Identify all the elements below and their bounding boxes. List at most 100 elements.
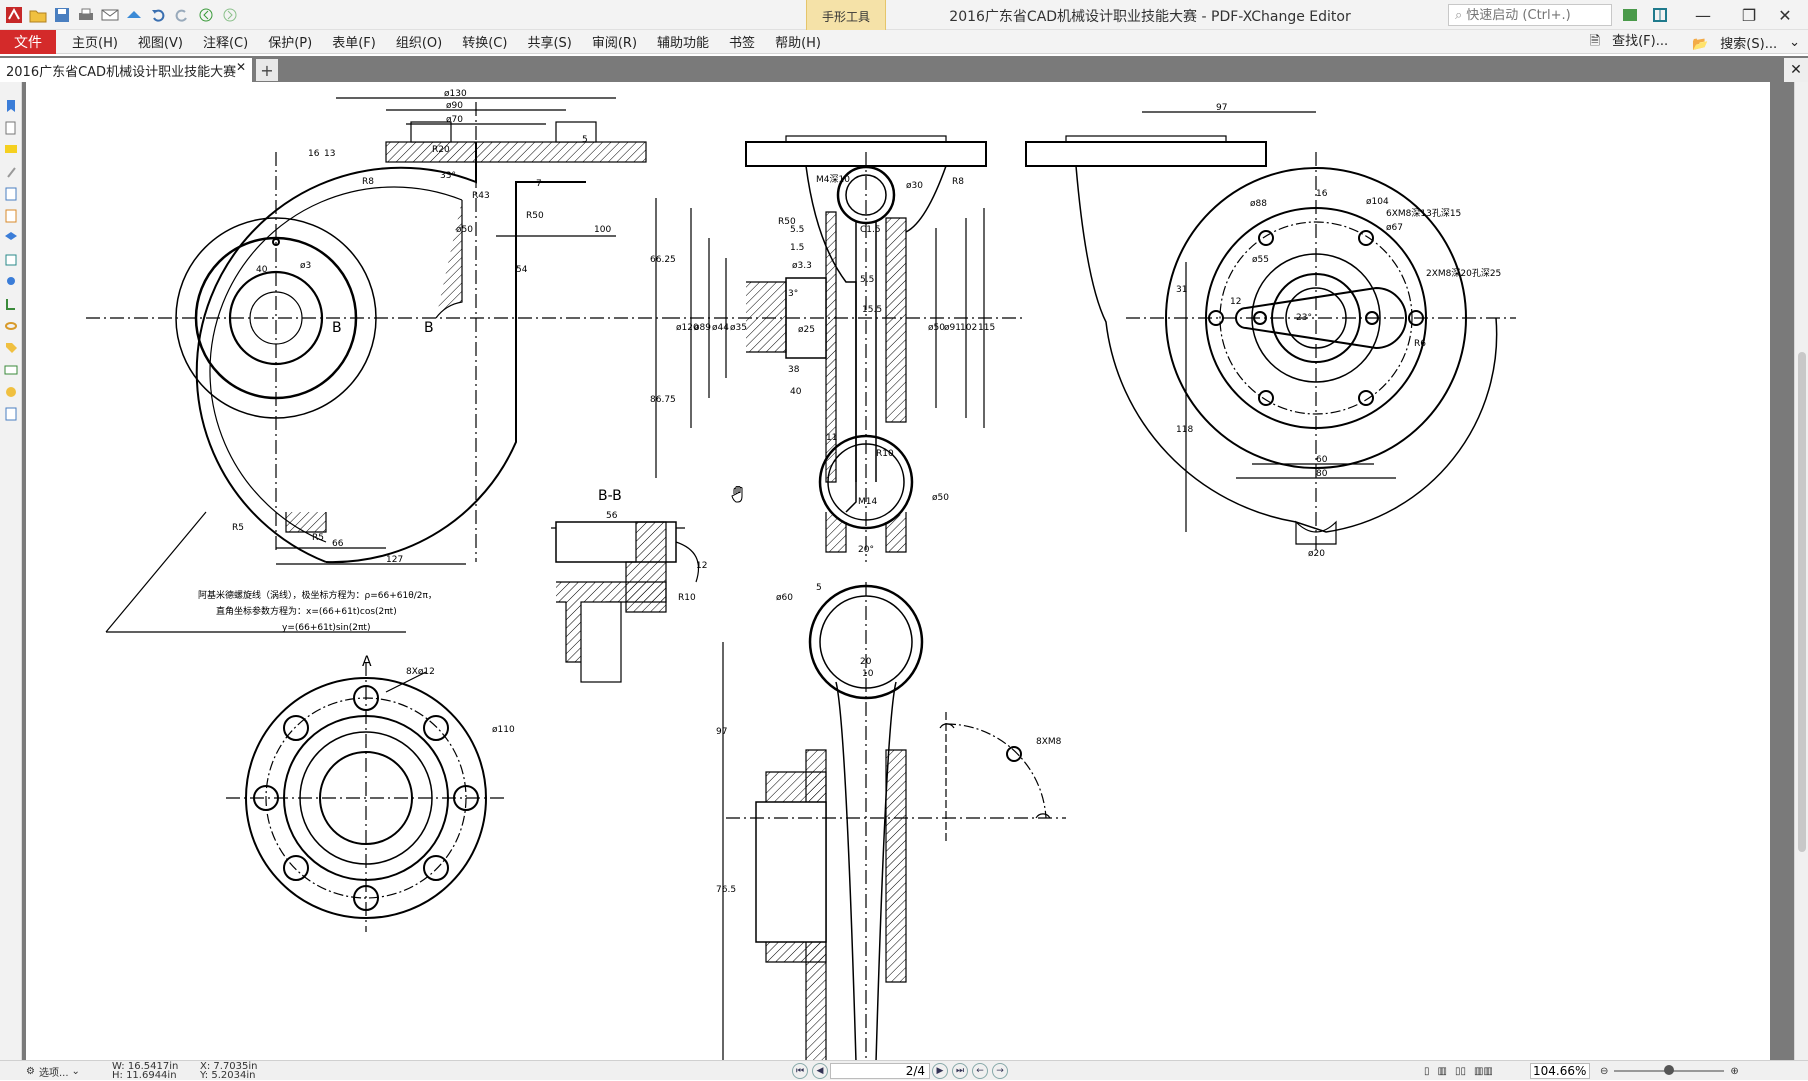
- status-bar: ⚙ 选项...⌄ W: 16.5417in H: 11.6944in X: 7.…: [0, 1060, 1808, 1081]
- next-page-button[interactable]: ▶: [932, 1063, 948, 1079]
- menu-home[interactable]: 主页(H): [72, 36, 118, 51]
- save-icon[interactable]: [52, 5, 72, 25]
- low-5: 5: [816, 583, 822, 593]
- restore-button[interactable]: ❐: [1741, 5, 1757, 25]
- menu-accessibility[interactable]: 辅助功能: [657, 36, 710, 51]
- content-icon[interactable]: [0, 206, 22, 226]
- document-canvas[interactable]: ø130 ø90 ø70 R20 R8 33° R43 7 R50 ø50 ø3…: [22, 82, 1794, 1060]
- window-title: 2016广东省CAD机械设计职业技能大赛 - PDF-XChange Edito…: [949, 9, 1351, 25]
- close-document-button[interactable]: ✕: [1784, 58, 1808, 82]
- right-16: 16: [1316, 189, 1328, 199]
- attachments-icon[interactable]: [0, 162, 22, 182]
- single-page-icon[interactable]: ▯: [1424, 1065, 1430, 1077]
- redo-icon[interactable]: [172, 5, 192, 25]
- right-12: 12: [1230, 297, 1241, 307]
- find-button[interactable]: 🗎查找(F)...: [1589, 34, 1669, 49]
- zoom-slider[interactable]: [1614, 1065, 1725, 1075]
- page-size-readout: W: 16.5417in H: 11.6944in: [112, 1061, 179, 1081]
- volute-outer: [195, 142, 477, 563]
- section-bb-label: B-B: [598, 488, 622, 504]
- zoom-out-icon[interactable]: ⊖: [1600, 1065, 1609, 1077]
- menu-share[interactable]: 共享(S): [527, 36, 572, 51]
- minimize-button[interactable]: —: [1695, 5, 1711, 25]
- options-button[interactable]: ⚙ 选项...⌄: [26, 1065, 80, 1079]
- menu-protect[interactable]: 保护(P): [268, 36, 313, 51]
- menu-help[interactable]: 帮助(H): [775, 36, 821, 51]
- previous-page-button[interactable]: ◀: [812, 1063, 828, 1079]
- first-page-button[interactable]: ⏮: [792, 1063, 808, 1079]
- links-icon[interactable]: [0, 316, 22, 336]
- open-folder-icon[interactable]: [28, 5, 48, 25]
- next-view-button[interactable]: →: [992, 1063, 1008, 1079]
- cad-drawing: ø130 ø90 ø70 R20 R8 33° R43 7 R50 ø50 ø3…: [86, 89, 1516, 1060]
- vertical-scrollbar[interactable]: [1794, 82, 1808, 1060]
- ribbon-collapse-icon[interactable]: ⌄: [1789, 34, 1800, 50]
- formula-line3: y=(66+61t)sin(2πt): [282, 623, 370, 633]
- tags-icon[interactable]: [0, 338, 22, 358]
- structure-icon[interactable]: [0, 294, 22, 314]
- menu-review[interactable]: 审阅(R): [591, 36, 638, 51]
- file-menu[interactable]: 文件: [0, 29, 56, 54]
- right-31: 31: [1176, 285, 1187, 295]
- new-tab-button[interactable]: +: [256, 59, 278, 81]
- app-logo-icon: [4, 5, 24, 25]
- zoom-input[interactable]: [1530, 1063, 1590, 1079]
- continuous-icon[interactable]: ▥: [1437, 1065, 1447, 1077]
- pages-icon[interactable]: [0, 118, 22, 138]
- mid-m14: M14: [858, 497, 877, 507]
- document-tab[interactable]: 2016广东省CAD机械设计职业技能大赛 ✕: [0, 58, 252, 82]
- menu-organize[interactable]: 组织(O): [395, 36, 443, 51]
- right-118: 118: [1176, 425, 1193, 435]
- scan-icon[interactable]: [124, 5, 144, 25]
- mid-3deg: 3°: [788, 289, 798, 299]
- zoom-slider-handle[interactable]: [1664, 1065, 1675, 1075]
- forward-icon[interactable]: [220, 5, 240, 25]
- low-10: 10: [862, 669, 874, 679]
- layers-icon[interactable]: [0, 228, 22, 248]
- zoom-in-icon[interactable]: ⊕: [1730, 1065, 1739, 1077]
- previous-view-button[interactable]: ←: [972, 1063, 988, 1079]
- ui-options-icon[interactable]: [1616, 0, 1644, 30]
- quick-launch-search[interactable]: ⌕: [1448, 4, 1612, 26]
- document-tab-bar: 2016广东省CAD机械设计职业技能大赛 ✕ + ✕: [0, 56, 1808, 82]
- facing-continuous-icon[interactable]: ▥▥: [1473, 1065, 1493, 1077]
- fields-icon[interactable]: [0, 360, 22, 380]
- comments-icon[interactable]: [0, 140, 22, 160]
- email-icon[interactable]: [100, 5, 120, 25]
- bookmarks-icon[interactable]: [0, 96, 22, 116]
- print-icon[interactable]: [76, 5, 96, 25]
- find-icon: 🗎: [1589, 34, 1601, 49]
- context-group-label: 手形工具: [821, 10, 870, 24]
- mid-d50: ø50: [928, 323, 945, 333]
- dim-r43: R43: [472, 191, 490, 201]
- destinations-icon[interactable]: [0, 272, 22, 292]
- quick-launch-input[interactable]: [1466, 7, 1603, 23]
- page-number-input[interactable]: [830, 1063, 930, 1079]
- hand-cursor-icon: [731, 486, 743, 503]
- mid-38: 38: [788, 365, 800, 375]
- mid-d25: ø25: [798, 325, 815, 335]
- last-page-button[interactable]: ⏭: [952, 1063, 968, 1079]
- signatures-icon[interactable]: [0, 250, 22, 270]
- facing-icon[interactable]: ▯▯: [1454, 1065, 1466, 1077]
- scroll-thumb[interactable]: [1798, 352, 1806, 852]
- bb-dim-12: 12: [696, 561, 707, 571]
- bb-dim-56: 56: [606, 511, 618, 521]
- search-button[interactable]: 📂搜索(S)...: [1692, 36, 1778, 52]
- search-results-icon[interactable]: [0, 404, 22, 424]
- menu-convert[interactable]: 转换(C): [462, 36, 508, 51]
- mid-d89: ø89: [694, 323, 711, 333]
- close-tab-icon[interactable]: ✕: [235, 60, 246, 74]
- menu-comment[interactable]: 注释(C): [202, 36, 249, 51]
- dim-r5b: R5: [312, 533, 324, 543]
- menu-view[interactable]: 视图(V): [137, 36, 183, 51]
- menu-form[interactable]: 表单(F): [332, 36, 376, 51]
- undo-icon[interactable]: [148, 5, 168, 25]
- close-window-button[interactable]: ✕: [1778, 5, 1792, 25]
- back-icon[interactable]: [196, 5, 216, 25]
- layout-icon[interactable]: [1646, 0, 1674, 30]
- articles-icon[interactable]: [0, 382, 22, 402]
- dim-33deg: 33°: [440, 171, 456, 181]
- document-info-icon[interactable]: [0, 184, 22, 204]
- menu-bookmarks[interactable]: 书签: [729, 36, 756, 51]
